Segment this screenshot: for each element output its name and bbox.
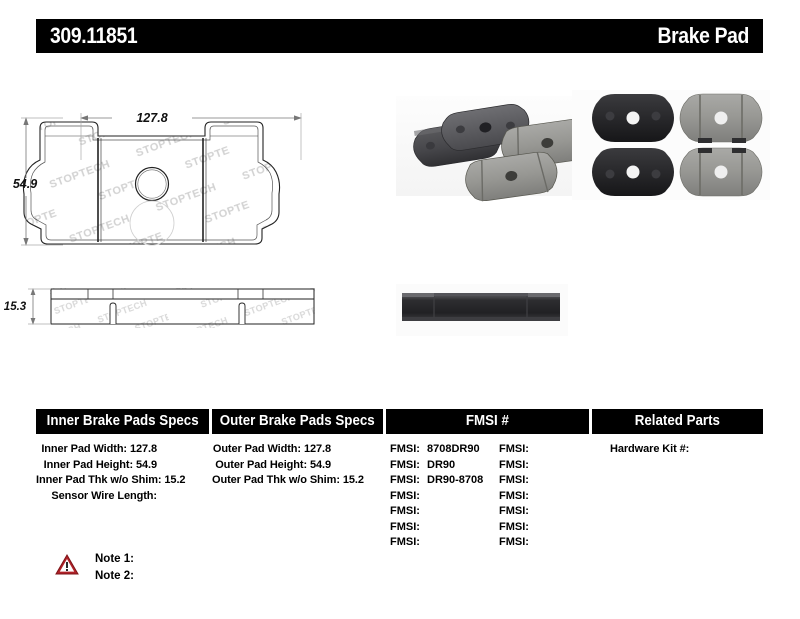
spec-label: Outer Pad Thk w/o Shim: (212, 474, 340, 486)
fmsi-row: FMSI: (499, 535, 533, 551)
fmsi-row: FMSI: (390, 504, 483, 520)
thickness-dimension-label: 15.3 (4, 301, 27, 313)
spec-label: Outer Pad Height: (215, 458, 308, 471)
spec-row: Hardware Kit #: (610, 442, 763, 458)
fmsi-row: FMSI: (390, 535, 483, 551)
notes-area: Note 1: Note 2: (55, 551, 355, 591)
fmsi-row: FMSI: (499, 473, 533, 489)
fmsi-label: FMSI: (390, 443, 420, 455)
spec-value: 15.2 (342, 474, 364, 486)
header-banner: 309.11851 Brake Pad (36, 19, 763, 53)
spec-label: Outer Pad Width: (212, 443, 301, 455)
fmsi-label: FMSI: (499, 505, 529, 517)
drawing-area: STOPTECH STOPTECH STOPTECH STOPTECH (0, 60, 800, 370)
note-line-2: Note 2: (95, 568, 134, 585)
side-view-drawing: 15.3 (4, 288, 315, 328)
fmsi-row: FMSI: (499, 442, 533, 458)
note-label: Note 1: (95, 553, 134, 565)
fmsi-row: FMSI: (499, 489, 533, 505)
note-label: Note 2: (95, 570, 134, 582)
spec-row: Outer Pad Thk w/o Shim: 15.2 (212, 473, 383, 489)
notes-text: Note 1: Note 2: (95, 551, 134, 585)
spec-value: 15.2 (164, 474, 186, 486)
fmsi-row: FMSI: (499, 520, 533, 536)
height-dimension-label: 54.9 (13, 177, 37, 191)
fmsi-row: FMSI: DR90-8708 (390, 473, 483, 489)
spec-row: Inner Pad Thk w/o Shim: 15.2 (36, 473, 209, 489)
column-body-outer-specs: Outer Pad Width: 127.8 Outer Pad Height:… (212, 434, 383, 489)
fmsi-label: FMSI: (390, 520, 420, 533)
fmsi-row: FMSI: (499, 458, 533, 474)
spec-label: Inner Pad Height: (43, 458, 134, 471)
fmsi-label: FMSI: (499, 458, 529, 471)
warning-triangle-icon (55, 554, 79, 576)
fmsi-row: FMSI: DR90 (390, 458, 483, 474)
fmsi-label: FMSI: (499, 489, 529, 502)
four-pads-angled-photo (396, 96, 594, 202)
product-type-title: Brake Pad (657, 23, 749, 48)
fmsi-row: FMSI: 8708DR90 (390, 442, 483, 458)
spec-row: Inner Pad Height: 54.9 (36, 458, 209, 474)
column-header-related-parts: Related Parts (592, 409, 763, 434)
fmsi-value: 8708DR90 (427, 443, 480, 455)
fmsi-label: FMSI: (390, 474, 420, 486)
fmsi-label: FMSI: (390, 536, 420, 548)
fmsi-label: FMSI: (390, 458, 420, 471)
fmsi-label: FMSI: (499, 443, 529, 455)
column-outer-specs: Outer Brake Pads Specs Outer Pad Width: … (212, 409, 383, 534)
column-body-fmsi: FMSI: 8708DR90 FMSI: DR90 FMSI: DR90-870… (386, 434, 589, 548)
spec-value: 127.8 (303, 443, 331, 455)
note-line-1: Note 1: (95, 551, 134, 568)
fmsi-sub-column-right: FMSI: FMSI: FMSI: FMSI: FMSI: (499, 442, 533, 551)
column-header-outer-specs: Outer Brake Pads Specs (212, 409, 383, 434)
four-pads-flat-photo (572, 90, 770, 200)
front-view-drawing: 127.8 54.9 (13, 111, 302, 246)
spec-label: Inner Pad Width: (41, 443, 127, 455)
spec-label: Hardware Kit #: (610, 443, 690, 455)
spec-label: Inner Pad Thk w/o Shim: (36, 474, 162, 486)
fmsi-label: FMSI: (499, 536, 529, 548)
column-inner-specs: Inner Brake Pads Specs Inner Pad Width: … (36, 409, 209, 534)
fmsi-label: FMSI: (499, 520, 529, 533)
fmsi-value: DR90-8708 (427, 474, 484, 486)
spec-table: Inner Brake Pads Specs Inner Pad Width: … (36, 409, 763, 548)
column-body-inner-specs: Inner Pad Width: 127.8 Inner Pad Height:… (36, 434, 209, 504)
spec-value: 54.9 (309, 458, 331, 471)
column-header-fmsi: FMSI # (386, 409, 589, 434)
spec-value: 54.9 (135, 458, 157, 471)
fmsi-row: FMSI: (390, 520, 483, 536)
spec-label: Sensor Wire Length: (51, 489, 157, 502)
fmsi-label: FMSI: (390, 489, 420, 502)
pad-edge-photo (396, 284, 568, 336)
spec-value: 127.8 (129, 443, 157, 455)
column-related-parts: Related Parts Hardware Kit #: (592, 409, 763, 534)
spec-row: Sensor Wire Length: (36, 489, 209, 505)
height-dimension: 54.9 (13, 117, 63, 246)
fmsi-label: FMSI: (499, 474, 529, 486)
spec-row: Outer Pad Width: 127.8 (212, 442, 383, 458)
width-dimension-label: 127.8 (136, 111, 167, 125)
part-number: 309.11851 (50, 23, 138, 48)
column-body-related-parts: Hardware Kit #: (592, 434, 763, 458)
spec-row: Inner Pad Width: 127.8 (36, 442, 209, 458)
fmsi-row: FMSI: (390, 489, 483, 505)
column-fmsi: FMSI # FMSI: 8708DR90 FMSI: DR90 FMSI: D… (386, 409, 589, 548)
fmsi-row: FMSI: (499, 504, 533, 520)
spec-row: Outer Pad Height: 54.9 (212, 458, 383, 474)
width-dimension: 127.8 (80, 111, 302, 160)
fmsi-value: DR90 (427, 458, 456, 471)
thickness-dimension: 15.3 (4, 288, 51, 325)
fmsi-sub-column-left: FMSI: 8708DR90 FMSI: DR90 FMSI: DR90-870… (390, 442, 483, 551)
fmsi-label: FMSI: (390, 505, 420, 517)
column-header-inner-specs: Inner Brake Pads Specs (36, 409, 209, 434)
